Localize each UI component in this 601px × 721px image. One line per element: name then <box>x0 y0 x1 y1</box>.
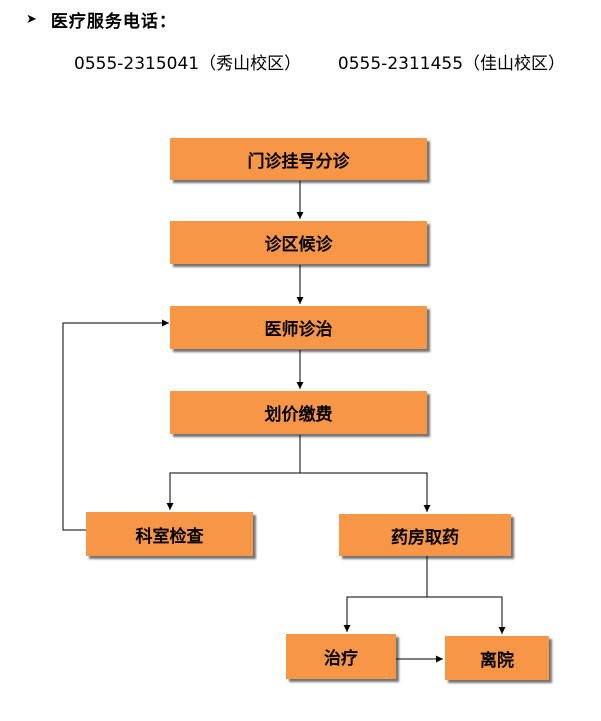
section-title: 医疗服务电话： <box>50 11 177 32</box>
step-diagnosis: 医师诊治 <box>170 306 427 349</box>
step-waiting: 诊区候诊 <box>170 221 427 264</box>
billing-branch-line <box>166 435 301 510</box>
pharmacy-branch-line <box>343 556 428 632</box>
exam-return-loop <box>62 319 169 531</box>
pharmacy-to-discharge-line <box>427 596 506 634</box>
arrowhead-bullet-icon: ➤ <box>26 11 37 27</box>
step-treatment: 治疗 <box>286 634 396 679</box>
step-pharmacy: 药房取药 <box>339 514 511 556</box>
step-billing: 划价缴费 <box>170 391 427 434</box>
step-registration: 门诊挂号分诊 <box>170 138 427 180</box>
step-department-exam: 科室检查 <box>86 512 253 556</box>
phone-jiashan: 0555-2311455（佳山校区） <box>337 54 566 74</box>
phone-numbers: 0555-2315041（秀山校区） 0555-2311455（佳山校区） <box>74 49 565 74</box>
billing-to-pharmacy-line <box>300 472 431 512</box>
step-discharge: 离院 <box>445 636 549 680</box>
section-heading: ➤ 医疗服务电话： <box>26 6 177 32</box>
phone-xiushan: 0555-2315041（秀山校区） <box>74 54 302 74</box>
